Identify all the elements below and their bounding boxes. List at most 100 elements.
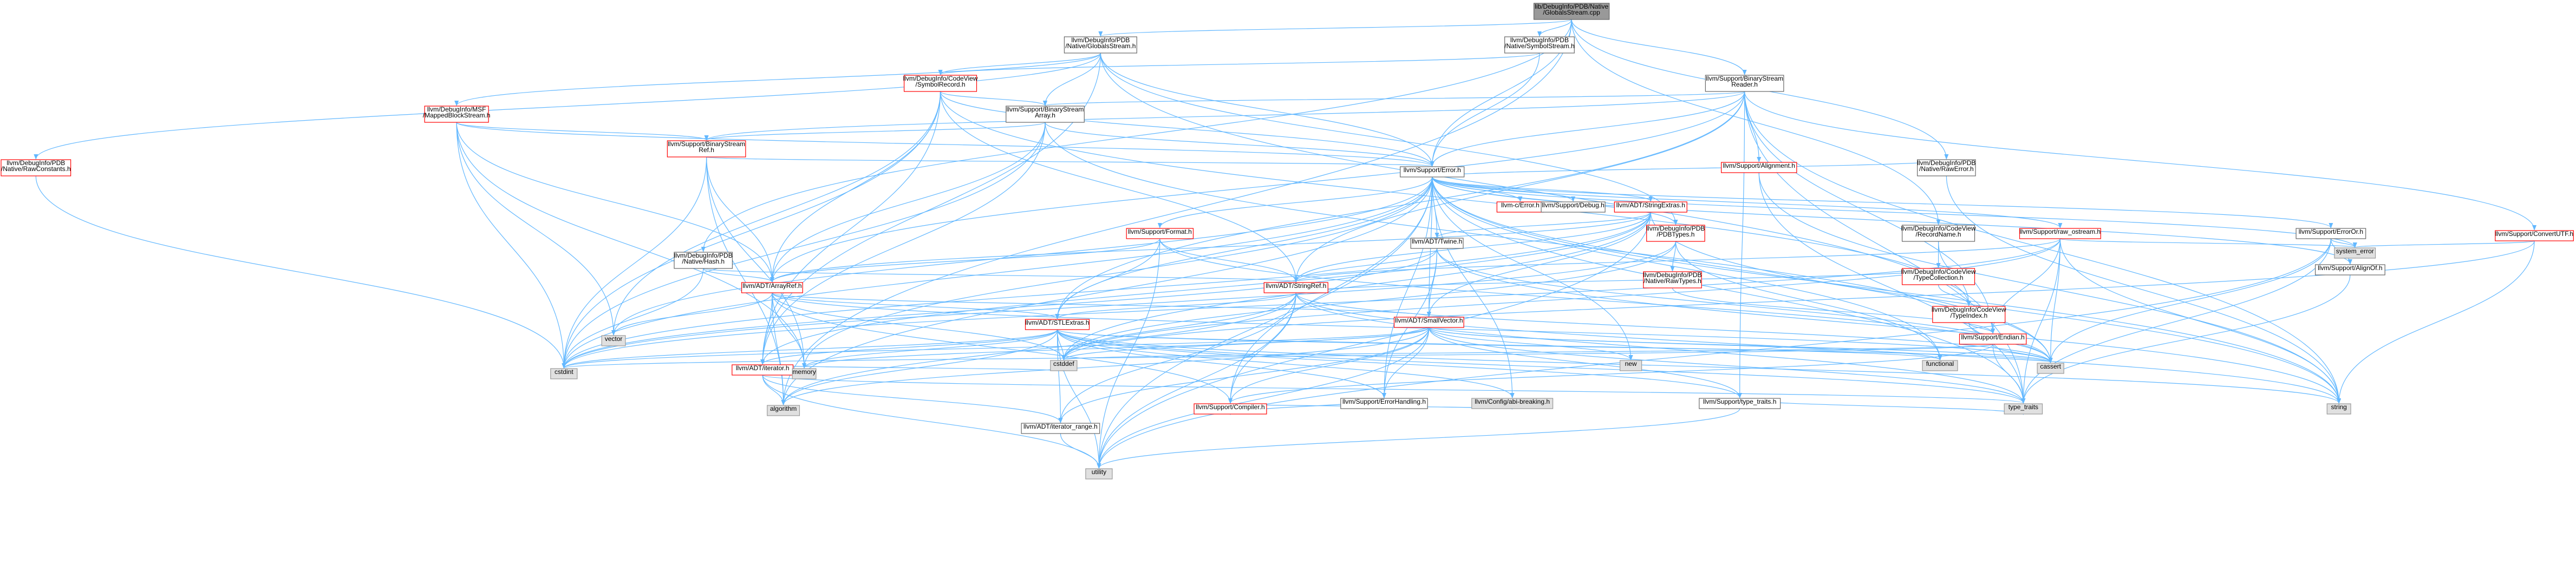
node-stlextras-h[interactable]: llvm/ADT/STLExtras.h [1025, 319, 1090, 330]
node-label: system_error [2336, 247, 2374, 255]
node-typetraits-llvm-h[interactable]: llvm/Support/type_traits.h [1699, 398, 1781, 409]
edge-rawostream-h-to-string [2059, 238, 2342, 404]
node-label: functional [1926, 360, 1954, 367]
edge-rawostream-h-to-cassert [2048, 238, 2061, 363]
node-errorhandling-h[interactable]: llvm/Support/ErrorHandling.h [1340, 398, 1428, 409]
node-vector: vector [601, 335, 626, 346]
edge-error-h-to-typetraits [1432, 176, 2026, 404]
node-box [741, 282, 803, 293]
edge-twine-h-to-stringref-h [1294, 248, 1438, 283]
node-alignment-h[interactable]: llvm/Support/Alignment.h [1721, 162, 1797, 173]
node-label: llvm/Support/Debug.h [1542, 201, 1604, 209]
edge-endian-h-to-cassert [1992, 344, 2053, 363]
edge-iterator-h-to-iterrange-h [762, 375, 1063, 423]
edge-iterrange-h-to-utility [1060, 433, 1101, 469]
node-smallvector-h[interactable]: llvm/ADT/SmallVector.h [1393, 317, 1464, 328]
node-label: /Native/GlobalsStream.h [1065, 42, 1136, 50]
node-recordname-h[interactable]: llvm/DebugInfo/CodeView/RecordName.h [1901, 225, 1976, 242]
edge-stlextras-h-to-utility [1057, 329, 1101, 469]
node-rawtypes-h[interactable]: llvm/DebugInfo/PDB/Native/RawTypes.h [1643, 271, 1702, 288]
node-root[interactable]: lib/DebugInfo/PDB/Native/GlobalsStream.c… [1533, 3, 1610, 20]
edge-bsreader-h-to-bsref-h [705, 91, 1745, 141]
edge-arrayref-h-to-stlextras-h [772, 292, 1060, 319]
edge-symstream-h-to-error-h [1430, 52, 1540, 167]
node-cerror-h[interactable]: llvm-c/Error.h [1496, 201, 1544, 213]
node-box [2037, 363, 2064, 374]
edge-symrec-h-to-bsarray-h [940, 91, 1047, 106]
edge-bsreader-h-to-endian-h [1744, 91, 1995, 334]
node-functional: functional [1922, 360, 1958, 371]
edge-format-h-to-stlextras-h [1055, 238, 1160, 319]
node-alignof-h[interactable]: llvm/Support/AlignOf.h [2314, 264, 2385, 275]
node-twine-h[interactable]: llvm/ADT/Twine.h [1410, 238, 1464, 249]
node-label: llvm/ADT/iterator_range.h [1023, 423, 1098, 430]
edge-arrayref-h-to-cstddef [772, 292, 1066, 360]
node-format-h[interactable]: llvm/Support/Format.h [1126, 228, 1194, 239]
edge-rawerror-h-to-error-h [1430, 159, 1947, 178]
node-globals-h[interactable]: llvm/DebugInfo/PDB/Native/GlobalsStream.… [1064, 36, 1137, 54]
node-rawostream-h[interactable]: llvm/Support/raw_ostream.h [2019, 228, 2101, 239]
edge-error-h-to-functional [1432, 176, 1942, 360]
edge-msf-h-to-error-h [456, 122, 1434, 167]
node-convertutf-h[interactable]: llvm/Support/ConvertUTF.h [2495, 230, 2574, 241]
node-label: llvm/Support/AlignOf.h [2318, 264, 2382, 272]
node-stringref-h[interactable]: llvm/ADT/StringRef.h [1263, 282, 1328, 293]
node-typeindex-h[interactable]: llvm/DebugInfo/CodeView/TypeIndex.h [1932, 306, 2006, 323]
node-typecoll-h[interactable]: llvm/DebugInfo/CodeView/TypeCollection.h [1901, 268, 1976, 285]
node-cstddef: cstddef [1050, 360, 1078, 371]
node-arrayref-h[interactable]: llvm/ADT/ArrayRef.h [741, 282, 803, 293]
edge-bsreader-h-to-stlextras-h [1055, 91, 1745, 319]
node-box [1471, 398, 1554, 409]
node-box [1932, 306, 2006, 323]
node-label: memory [792, 368, 816, 376]
edge-stlextras-h-to-typetraits [1057, 329, 2026, 404]
edge-globals-h-to-bsarray-h [1043, 52, 1101, 106]
node-new: new [1619, 360, 1642, 371]
edge-stlextras-h-to-iterator-h [760, 329, 1058, 365]
edge-arrayref-h-to-cassert [772, 292, 2053, 363]
edge-error-h-to-compiler-h [1228, 176, 1433, 404]
node-box [667, 140, 746, 157]
node-label: cstddef [1053, 360, 1074, 367]
node-label: llvm/Support/ErrorHandling.h [1342, 398, 1426, 405]
node-symstream-h[interactable]: llvm/DebugInfo/PDB/Native/SymbolStream.h [1504, 36, 1575, 54]
node-debug-h[interactable]: llvm/Support/Debug.h [1541, 201, 1606, 213]
node-rawerror-h[interactable]: llvm/DebugInfo/PDB/Native/RawError.h [1917, 159, 1976, 176]
node-string: string [2326, 403, 2351, 415]
node-abibreaking-h: llvm/Config/abi-breaking.h [1471, 398, 1554, 409]
node-label: llvm/Support/raw_ostream.h [2020, 228, 2101, 235]
node-box [674, 252, 733, 269]
node-symrec-h[interactable]: llvm/DebugInfo/CodeView/SymbolRecord.h [903, 75, 978, 92]
edge-stringref-h-to-utility [1097, 292, 1296, 469]
node-rawconst-h[interactable]: llvm/DebugInfo/PDB/Native/RawConstants.h [1, 159, 71, 176]
node-label: llvm/Config/abi-breaking.h [1475, 398, 1550, 405]
node-compiler-h[interactable]: llvm/Support/Compiler.h [1194, 403, 1267, 415]
edge-convertutf-h-to-systemerror [2353, 240, 2535, 248]
node-label: utility [1092, 468, 1106, 476]
node-endian-h[interactable]: llvm/Support/Endian.h [1959, 333, 2027, 345]
node-pdbtypes-h[interactable]: llvm/DebugInfo/PDB/PDBTypes.h [1646, 225, 1705, 242]
node-msf-h[interactable]: llvm/DebugInfo/MSF/MappedBlockStream.h [423, 106, 491, 123]
edge-error-h-to-abibreaking-h [1432, 176, 1515, 398]
node-box [1902, 225, 1975, 242]
node-box [1263, 282, 1328, 293]
node-iterrange-h[interactable]: llvm/ADT/iterator_range.h [1021, 423, 1100, 434]
edge-symrec-h-to-stringref-h [940, 91, 1299, 283]
edge-bsreader-h-to-alignment-h [1744, 91, 1762, 162]
node-label: /TypeCollection.h [1914, 274, 1964, 281]
node-hash-h[interactable]: llvm/DebugInfo/PDB/Native/Hash.h [674, 252, 733, 269]
node-erroror-h[interactable]: llvm/Support/ErrorOr.h [2295, 228, 2366, 239]
node-box [1410, 238, 1464, 249]
edge-bsref-h-to-algorithm [706, 156, 786, 405]
edge-endian-h-to-cstddef [1062, 344, 1993, 360]
node-iterator-h[interactable]: llvm/ADT/iterator.h [732, 364, 794, 376]
node-error-h[interactable]: llvm/Support/Error.h [1400, 166, 1465, 178]
node-stringextras-h[interactable]: llvm/ADT/StringExtras.h [1614, 201, 1687, 213]
edge-typecoll-h-to-typeindex-h [1938, 284, 1971, 306]
edge-rawconst-h-to-cstdint [35, 175, 566, 369]
edge-error-h-to-pdbtypes-h [1432, 176, 1678, 225]
edge-rawostream-h-to-stringref-h [1294, 238, 2061, 283]
